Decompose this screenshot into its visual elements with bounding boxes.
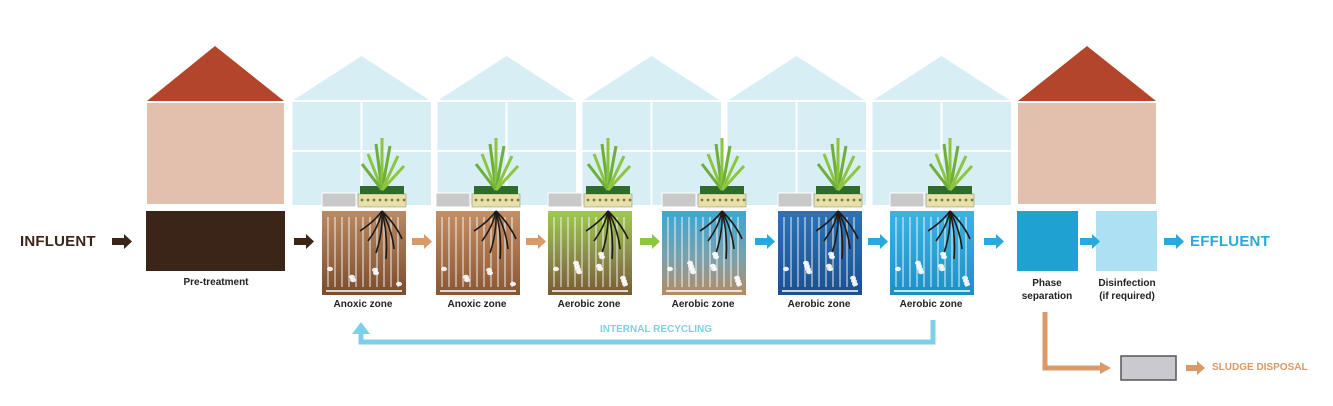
influent-arrow bbox=[112, 234, 132, 249]
pretreatment-tank bbox=[146, 211, 285, 271]
phase-separation-tank bbox=[1017, 211, 1078, 271]
phase-separation-label-line2: separation bbox=[1021, 291, 1073, 302]
zone-label-2: Anoxic zone bbox=[447, 299, 507, 310]
zone4-to-zone5-arrow bbox=[755, 234, 775, 249]
zone1-to-zone2-arrow bbox=[412, 234, 432, 249]
zone5-to-zone6-arrow bbox=[868, 234, 888, 249]
zone-label-6: Aerobic zone bbox=[899, 299, 963, 310]
zone-label-1: Anoxic zone bbox=[333, 299, 393, 310]
phase-separation-building bbox=[1018, 46, 1156, 204]
flow-arrows bbox=[112, 234, 1184, 249]
zone6-to-separation-arrow bbox=[984, 234, 1004, 249]
zone-tank-5 bbox=[777, 138, 863, 295]
treatment-zones bbox=[321, 138, 975, 295]
influent-label: INFLUENT bbox=[20, 233, 96, 250]
zone-tank-3 bbox=[547, 138, 633, 295]
greenhouse-4 bbox=[724, 56, 866, 205]
pretreatment-to-zone1-arrow bbox=[294, 234, 314, 249]
zone-label-3: Aerobic zone bbox=[557, 299, 621, 310]
phase-separation-label-line1: Phase bbox=[1032, 278, 1062, 289]
effluent-arrow bbox=[1164, 234, 1184, 249]
zone-tank-4 bbox=[661, 138, 747, 295]
separation-to-disinfection-arrow bbox=[1080, 234, 1100, 249]
greenhouse-1 bbox=[289, 56, 431, 205]
phase-separation-label: Phase separation bbox=[1008, 277, 1086, 303]
sludge-container bbox=[1120, 355, 1177, 381]
zone-label-5: Aerobic zone bbox=[787, 299, 851, 310]
pretreatment-wall bbox=[147, 103, 284, 204]
internal-recycling-line bbox=[352, 320, 936, 345]
phase-separation-roof bbox=[1018, 46, 1156, 101]
greenhouse-3 bbox=[579, 56, 721, 205]
phase-separation-wall bbox=[1018, 103, 1156, 204]
pretreatment-label: Pre-treatment bbox=[183, 277, 249, 288]
effluent-label: EFFLUENT bbox=[1190, 233, 1270, 250]
sludge-line bbox=[1042, 312, 1205, 381]
zone3-to-zone4-arrow bbox=[640, 234, 660, 249]
greenhouse-2 bbox=[434, 56, 576, 205]
greenhouse-5 bbox=[869, 56, 1011, 205]
disinfection-tank bbox=[1096, 211, 1157, 271]
pretreatment-roof bbox=[147, 46, 284, 101]
zone-tank-2 bbox=[435, 138, 521, 295]
pretreatment-building bbox=[147, 46, 284, 204]
disinfection-label-line2: (if required) bbox=[1099, 291, 1155, 302]
internal-recycling-label: INTERNAL RECYCLING bbox=[599, 324, 713, 335]
disinfection-label: Disinfection (if required) bbox=[1084, 277, 1170, 303]
zone-label-4: Aerobic zone bbox=[671, 299, 735, 310]
sludge-disposal-label: SLUDGE DISPOSAL bbox=[1212, 362, 1308, 373]
zone-tank-1 bbox=[321, 138, 407, 295]
zone2-to-zone3-arrow bbox=[526, 234, 546, 249]
disinfection-label-line1: Disinfection bbox=[1098, 278, 1156, 289]
greenhouse-row bbox=[289, 56, 1011, 205]
zone-tank-6 bbox=[889, 138, 975, 295]
